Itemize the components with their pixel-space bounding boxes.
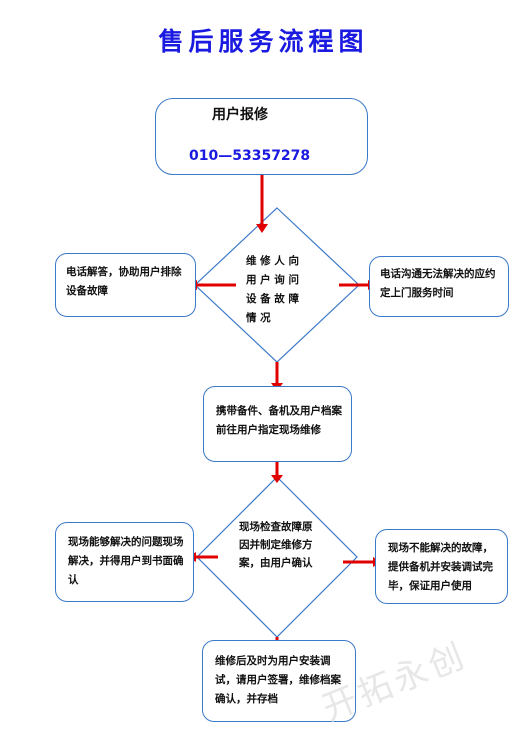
page-title: 售后服务流程图	[158, 27, 369, 56]
onsite-appointment-box: 电话沟通无法解决的应约定上门服务时间	[369, 256, 509, 317]
decision1-line: 情 况	[246, 312, 271, 324]
arrowhead-down-3	[271, 475, 283, 483]
final-archive-text: 维修后及时为用户安装调试，请用户签署，维修档案确认，并存档	[215, 655, 341, 705]
phone-support-text: 电话解答，协助用户排除设备故障	[66, 266, 182, 297]
arrowhead-down-1	[256, 224, 268, 233]
phone-support-box: 电话解答，协助用户排除设备故障	[55, 253, 196, 317]
onsite-resolved-box: 现场能够解决的问题现场解决，并得用户到书面确认	[55, 522, 194, 602]
dispatch-repair-text: 携带备件、备机及用户档案前往用户指定现场维修	[216, 405, 342, 436]
dispatch-repair-box: 携带备件、备机及用户档案前往用户指定现场维修	[203, 386, 352, 462]
decision1-line: 维 修 人 向	[246, 255, 299, 267]
decision1-line: 用 户 询 问	[246, 274, 299, 286]
final-archive-box: 维修后及时为用户安装调试，请用户签署，维修档案确认，并存档	[202, 640, 356, 722]
spare-unit-text: 现场不能解决的故障，提供备机并安装调试完毕，保证用户使用	[388, 542, 493, 592]
onsite-resolved-text: 现场能够解决的问题现场解决，并得用户到书面确认	[68, 536, 184, 586]
start-box: 用户报修 010—53357278	[155, 98, 368, 175]
start-label: 用户报修	[212, 107, 268, 123]
decision1-text: 维 修 人 向 用 户 询 问 设 备 故 障 情 况	[246, 252, 316, 328]
start-phone: 010—53357278	[189, 148, 311, 164]
spare-unit-box: 现场不能解决的故障，提供备机并安装调试完毕，保证用户使用	[375, 529, 508, 604]
decision2-text: 现场检查故障原因并制定维修方案，由用户确认	[239, 518, 317, 572]
decision2-content: 现场检查故障原因并制定维修方案，由用户确认	[239, 521, 313, 569]
decision1-line: 设 备 故 障	[246, 293, 299, 305]
onsite-appointment-text: 电话沟通无法解决的应约定上门服务时间	[380, 268, 496, 299]
